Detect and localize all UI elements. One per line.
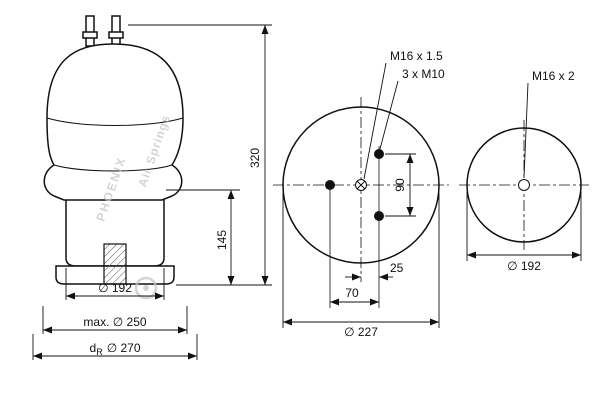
leader-3xm10 bbox=[379, 80, 399, 150]
dim-offset-70: 70 bbox=[330, 286, 379, 306]
dim-stud-spacing-90: 90 bbox=[385, 153, 416, 217]
dim-max-dia-250: max. ∅ 250 bbox=[42, 306, 188, 334]
air-fitting bbox=[355, 179, 367, 191]
dim-dia-192-side-label: ∅ 192 bbox=[98, 281, 132, 295]
dim-25-label: 25 bbox=[390, 261, 404, 275]
dim-dia-192-top-label: ∅ 192 bbox=[507, 259, 541, 273]
label-m16x15: M16 x 1.5 bbox=[390, 49, 443, 63]
mounting-stud-left bbox=[85, 15, 95, 47]
dim-dr-dia-270: dR ∅ 270 bbox=[32, 334, 198, 360]
label-m16x2: M16 x 2 bbox=[532, 69, 575, 83]
leader-m16x2 bbox=[523, 82, 529, 179]
side-view-dimensions: 320 145 ∅ 192 max. ∅ 250 dR∅ 2 bbox=[32, 24, 272, 360]
hatched-boss bbox=[103, 243, 127, 285]
dim-dia-192-top: ∅ 192 bbox=[466, 192, 582, 273]
stud-collar-left bbox=[82, 31, 98, 39]
center-hole bbox=[518, 179, 530, 191]
dr-subscript: R bbox=[96, 347, 103, 357]
dim-90-label: 90 bbox=[393, 178, 407, 192]
stud-left bbox=[325, 180, 335, 190]
bellows-girth-seam bbox=[46, 117, 184, 126]
bellows-outline bbox=[43, 43, 184, 201]
dim-145-label: 145 bbox=[215, 230, 229, 250]
dim-height-320: 320 bbox=[128, 24, 272, 286]
stud-bottom bbox=[374, 211, 384, 221]
dim-dia-227: ∅ 227 bbox=[282, 193, 440, 339]
dim-offset-25: 25 bbox=[345, 261, 404, 281]
dim-70-label: 70 bbox=[345, 286, 359, 300]
dim-height-145: 145 bbox=[166, 189, 240, 285]
dim-dia-227-label: ∅ 227 bbox=[344, 325, 378, 339]
dim-dia-192-side: ∅ 192 bbox=[65, 268, 165, 300]
leader-m16x15 bbox=[363, 62, 387, 180]
mounting-stud-right bbox=[111, 15, 121, 47]
dim-320-label: 320 bbox=[248, 148, 262, 168]
dim-max-dia-250-label: max. ∅ 250 bbox=[83, 315, 146, 329]
stud-top bbox=[374, 149, 384, 159]
dim-dr-dia-270-label: dR ∅ 270 bbox=[90, 341, 141, 357]
air-spring-side-view bbox=[43, 15, 184, 285]
label-3xm10: 3 x M10 bbox=[402, 67, 445, 81]
dr-value: ∅ 270 bbox=[107, 341, 141, 355]
stud-collar-right bbox=[108, 31, 124, 39]
top-view-large: M16 x 1.5 3 x M10 90 25 70 ∅ 227 bbox=[273, 49, 449, 339]
top-view-small: M16 x 2 ∅ 192 bbox=[459, 69, 589, 273]
dr-prefix: d bbox=[90, 341, 97, 355]
bellows-roll-seam bbox=[53, 164, 173, 172]
watermark-logo-dot bbox=[143, 285, 149, 291]
